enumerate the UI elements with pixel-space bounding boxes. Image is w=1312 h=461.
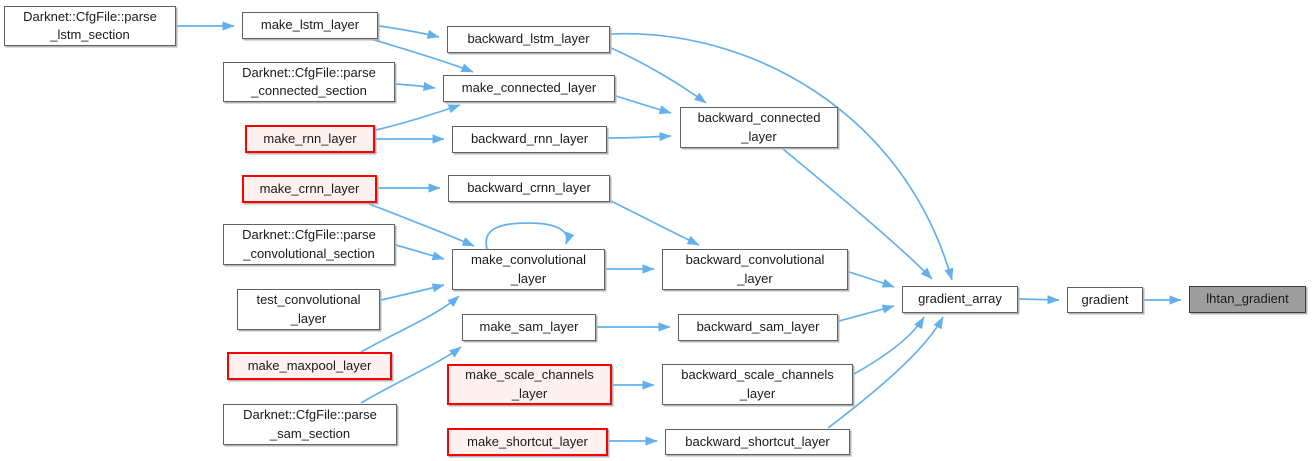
node-label-line: _connected_section: [251, 83, 367, 98]
node-label-line: backward_sam_layer: [696, 319, 820, 335]
node-label-line: make_convolutional: [471, 252, 586, 268]
node-backward-crnn-layer[interactable]: backward_crnn_layer: [448, 175, 610, 202]
node-make-lstm-layer[interactable]: make_lstm_layer: [242, 12, 378, 39]
node-label-line: lhtan_gradient: [1206, 291, 1289, 307]
node-make-maxpool-layer[interactable]: make_maxpool_layer: [227, 352, 392, 380]
node-label-line: _layer: [510, 270, 547, 286]
node-label-line: backward_crnn_layer: [467, 180, 591, 196]
edge-make-convolutional-layer-self-loop: [485, 222, 575, 250]
node-label-line: make_connected_layer: [461, 80, 597, 96]
edge-backward-lstm-layer-to-gradient-array: [610, 32, 954, 281]
node-label-line: make_scale_channels: [465, 367, 594, 383]
node-backward-convolutional-layer[interactable]: backward_convolutional _layer: [662, 249, 848, 290]
node-label-line: make_shortcut_layer: [467, 433, 588, 449]
node-backward-rnn-layer[interactable]: backward_rnn_layer: [452, 126, 607, 153]
node-parse-sam-section[interactable]: Darknet::CfgFile::parse _sam_section: [223, 404, 397, 445]
node-label-line: make_maxpool_layer: [247, 357, 372, 373]
node-label-line: backward_scale_channels: [681, 367, 834, 383]
node-label-line: make_lstm_layer: [260, 17, 360, 33]
edge-make-lstm-layer-to-backward-lstm-layer: [378, 25, 440, 39]
edge-make-rnn-layer-to-make-connected-layer: [375, 104, 461, 131]
node-make-connected-layer[interactable]: make_connected_layer: [443, 75, 615, 102]
edge-parse-convolutional-section-to-make-convolutional-layer: [395, 244, 445, 261]
node-parse-connected-section[interactable]: Darknet::CfgFile::parse _connected_secti…: [223, 62, 395, 102]
edge-backward-convolutional-layer-to-gradient-array: [848, 271, 895, 288]
node-label-line: _convolutional_section: [243, 245, 375, 261]
node-label-line: _layer: [739, 385, 776, 401]
node-label-line: backward_shortcut_layer: [685, 433, 830, 449]
node-backward-shortcut-layer[interactable]: backward_shortcut_layer: [665, 429, 850, 455]
node-backward-connected-layer[interactable]: backward_connected _layer: [680, 107, 838, 148]
node-gradient-array[interactable]: gradient_array: [902, 286, 1018, 313]
node-make-scale-channels-layer[interactable]: make_scale_channels _layer: [447, 364, 612, 405]
edge-gradient-array-to-gradient: [1018, 295, 1060, 305]
node-label-line: _layer: [737, 270, 773, 286]
node-make-rnn-layer[interactable]: make_rnn_layer: [245, 125, 375, 153]
node-label-line: backward_rnn_layer: [470, 131, 589, 147]
node-label-line: test_convolutional: [256, 292, 361, 308]
node-label-line: Darknet::CfgFile::parse: [243, 407, 377, 423]
node-parse-lstm-section[interactable]: Darknet::CfgFile::parse _lstm_section: [4, 6, 176, 46]
node-make-sam-layer[interactable]: make_sam_layer: [462, 314, 596, 341]
node-label-line: gradient_array: [918, 291, 1002, 307]
node-test-convolutional-layer[interactable]: test_convolutional _layer: [237, 289, 380, 330]
node-label-line: make_rnn_layer: [263, 130, 357, 146]
node-label-line: _lstm_section: [50, 27, 130, 42]
edge-backward-scale-channels-layer-to-gradient-array: [853, 316, 925, 375]
node-label-line: backward_convolutional: [685, 252, 825, 268]
edge-backward-sam-layer-to-gradient-array: [838, 304, 895, 322]
node-label-line: _layer: [511, 385, 548, 401]
edge-parse-connected-section-to-make-connected-layer: [395, 81, 436, 91]
node-make-crnn-layer[interactable]: make_crnn_layer: [242, 175, 377, 203]
node-label-line: _layer: [290, 310, 327, 326]
node-parse-convolutional-section[interactable]: Darknet::CfgFile::parse _convolutional_s…: [223, 224, 395, 265]
node-label-line: gradient: [1081, 291, 1129, 307]
edge-test-convolutional-layer-to-make-convolutional-layer: [380, 283, 445, 301]
edge-backward-rnn-layer-to-backward-connected-layer: [607, 131, 672, 142]
node-label-line: backward_connected: [697, 110, 821, 126]
node-label-line: _sam_section: [269, 425, 351, 441]
node-make-shortcut-layer[interactable]: make_shortcut_layer: [447, 428, 608, 456]
node-label-line: Darknet::CfgFile::parse: [23, 8, 157, 24]
node-backward-lstm-layer[interactable]: backward_lstm_layer: [447, 26, 610, 53]
node-gradient[interactable]: gradient: [1067, 287, 1143, 313]
node-label-line: backward_lstm_layer: [467, 31, 590, 47]
node-label-line: Darknet::CfgFile::parse: [242, 227, 376, 243]
node-make-convolutional-layer[interactable]: make_convolutional _layer: [452, 249, 605, 290]
node-label-line: make_crnn_layer: [259, 180, 360, 196]
node-label-line: Darknet::CfgFile::parse: [242, 64, 376, 80]
node-backward-scale-channels-layer[interactable]: backward_scale_channels _layer: [662, 364, 853, 405]
node-label-line: _layer: [741, 128, 777, 144]
edge-backward-lstm-layer-to-backward-connected-layer: [610, 47, 707, 104]
node-label-line: make_sam_layer: [479, 319, 579, 335]
edge-backward-crnn-layer-to-backward-convolutional-layer: [610, 200, 700, 246]
edge-make-connected-layer-to-backward-connected-layer: [615, 95, 672, 115]
node-lhtan-gradient: lhtan_gradient: [1189, 286, 1306, 313]
node-backward-sam-layer[interactable]: backward_sam_layer: [678, 314, 838, 341]
